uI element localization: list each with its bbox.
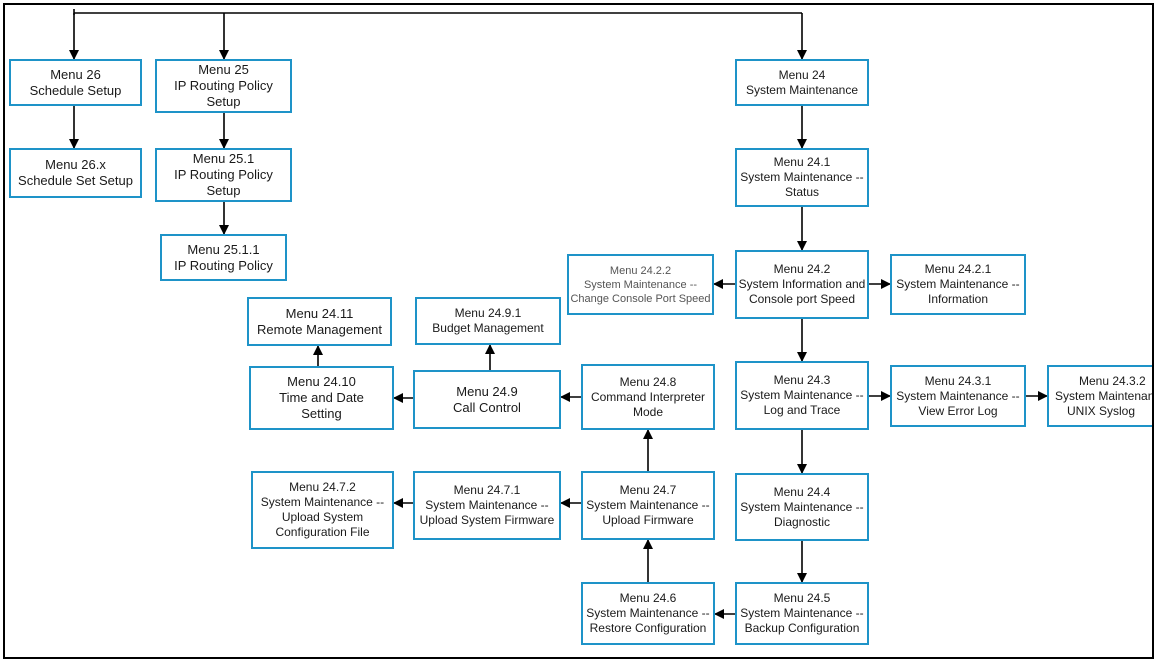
node-menu-24-1[interactable]: Menu 24.1 System Maintenance -- Status [735,148,869,207]
node-menu-24-3-2[interactable]: Menu 24.3.2 System Maintenance -- UNIX S… [1047,365,1152,427]
node-menu-24-10[interactable]: Menu 24.10 Time and Date Setting [249,366,394,430]
node-menu-24-8[interactable]: Menu 24.8 Command Interpreter Mode [581,364,715,430]
node-menu-24-9[interactable]: Menu 24.9 Call Control [413,370,561,429]
node-menu-25-1-1[interactable]: Menu 25.1.1 IP Routing Policy [160,234,287,281]
node-menu-25[interactable]: Menu 25 IP Routing Policy Setup [155,59,292,113]
node-menu-24-2-1[interactable]: Menu 24.2.1 System Maintenance -- Inform… [890,254,1026,315]
node-menu-24-11[interactable]: Menu 24.11 Remote Management [247,297,392,346]
node-menu-24-7[interactable]: Menu 24.7 System Maintenance -- Upload F… [581,471,715,540]
node-menu-24-5[interactable]: Menu 24.5 System Maintenance -- Backup C… [735,582,869,645]
node-menu-24-6[interactable]: Menu 24.6 System Maintenance -- Restore … [581,582,715,645]
node-menu-24-7-2[interactable]: Menu 24.7.2 System Maintenance -- Upload… [251,471,394,549]
diagram-frame: Menu 26 Schedule Setup Menu 26.x Schedul… [3,3,1154,659]
node-menu-24-3[interactable]: Menu 24.3 System Maintenance -- Log and … [735,361,869,430]
connector-layer [69,9,1048,619]
node-menu-26[interactable]: Menu 26 Schedule Setup [9,59,142,106]
node-menu-24-7-1[interactable]: Menu 24.7.1 System Maintenance -- Upload… [413,471,561,540]
node-menu-24[interactable]: Menu 24 System Maintenance [735,59,869,106]
node-menu-24-4[interactable]: Menu 24.4 System Maintenance -- Diagnost… [735,473,869,541]
node-menu-24-2[interactable]: Menu 24.2 System Information and Console… [735,250,869,319]
node-menu-24-3-1[interactable]: Menu 24.3.1 System Maintenance -- View E… [890,365,1026,427]
node-menu-26x[interactable]: Menu 26.x Schedule Set Setup [9,148,142,198]
node-menu-24-2-2[interactable]: Menu 24.2.2 System Maintenance -- Change… [567,254,714,315]
node-menu-25-1[interactable]: Menu 25.1 IP Routing Policy Setup [155,148,292,202]
node-menu-24-9-1[interactable]: Menu 24.9.1 Budget Management [415,297,561,345]
